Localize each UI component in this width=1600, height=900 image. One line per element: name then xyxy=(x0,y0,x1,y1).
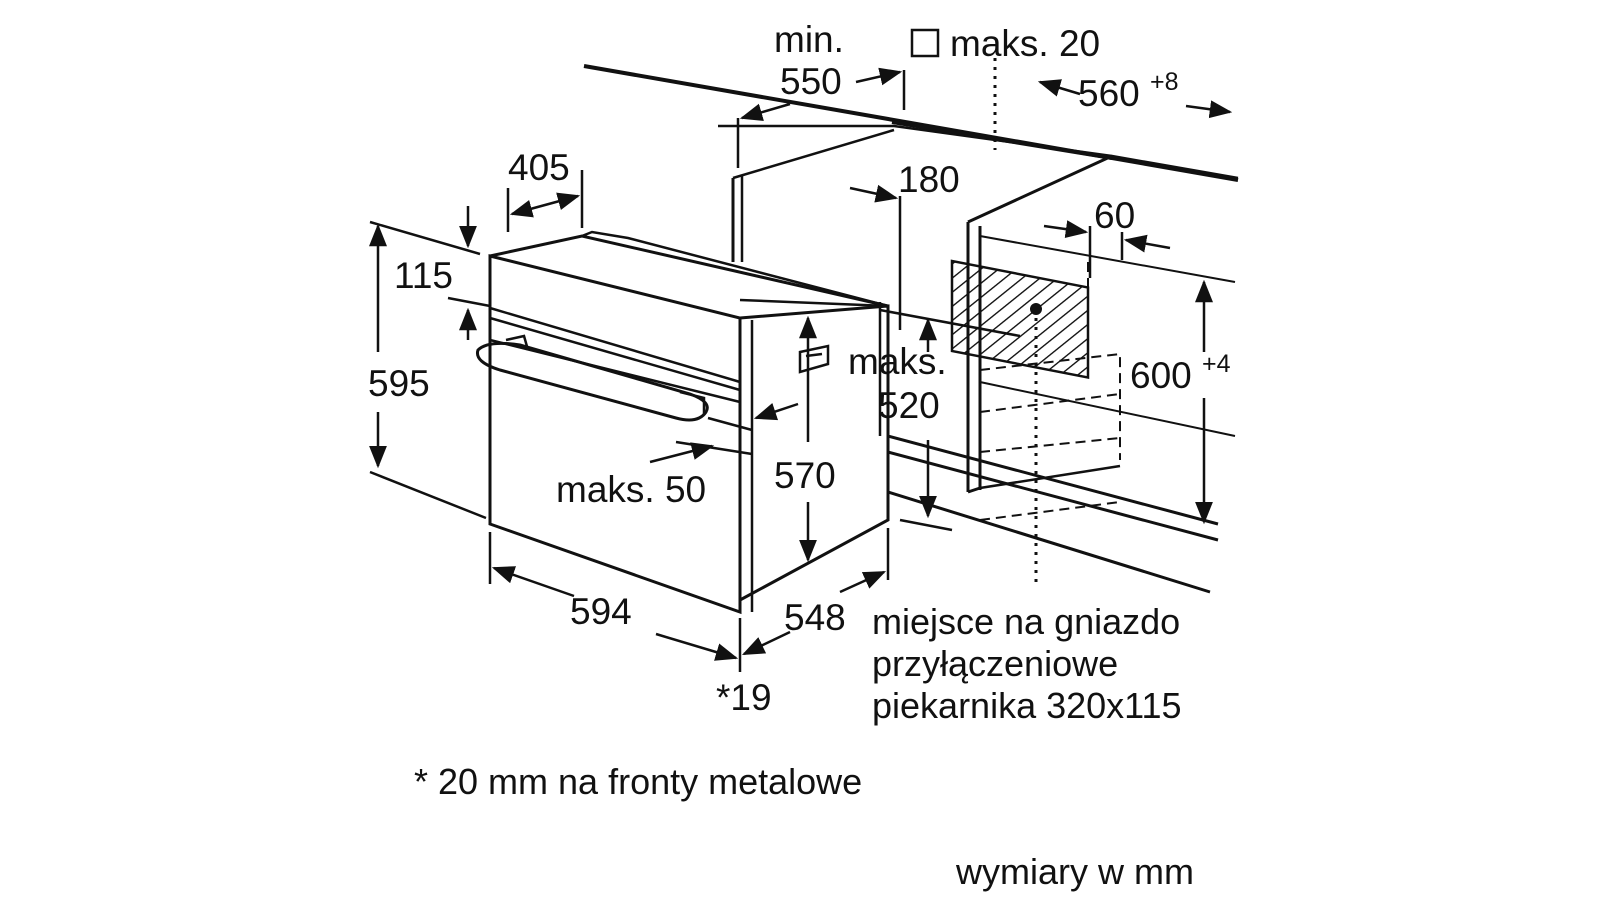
units-note: wymiary w mm xyxy=(955,851,1194,892)
socket-note-line2: przyłączeniowe xyxy=(872,643,1118,684)
oven-handle xyxy=(475,334,709,422)
niche-floor xyxy=(887,434,1219,594)
label-min: min. xyxy=(774,19,844,60)
cabinet-niche xyxy=(583,58,1239,594)
label-520: 520 xyxy=(878,385,940,426)
label-maks20: maks. 20 xyxy=(950,23,1100,64)
oven-front xyxy=(488,254,742,615)
label-115: 115 xyxy=(394,255,453,296)
hidden-edges xyxy=(979,262,1121,521)
label-570: 570 xyxy=(774,455,836,496)
socket-note-line1: miejsce na gniazdo xyxy=(872,601,1180,642)
label-548: 548 xyxy=(784,597,846,638)
label-595: 595 xyxy=(368,363,430,404)
dimension-labels: min. 550 maks. 20 560 +8 405 180 60 115 … xyxy=(368,19,1231,718)
label-maks: maks. xyxy=(848,341,947,382)
label-600: 600 xyxy=(1130,355,1192,396)
label-560-tolerance: +8 xyxy=(1150,68,1179,96)
socket-area xyxy=(950,259,1090,379)
socket-note: miejsce na gniazdo przyłączeniowe piekar… xyxy=(872,601,1182,726)
label-560: 560 xyxy=(1078,73,1140,114)
socket-point xyxy=(1030,303,1042,315)
label-19: *19 xyxy=(716,677,772,718)
label-maks50: maks. 50 xyxy=(556,469,706,510)
label-600-tolerance: +4 xyxy=(1202,350,1231,378)
oven-bracket xyxy=(798,344,830,374)
socket-note-line3: piekarnika 320x115 xyxy=(872,685,1182,726)
label-180: 180 xyxy=(898,159,960,200)
label-594: 594 xyxy=(570,591,632,632)
label-405: 405 xyxy=(508,147,570,188)
maks20-square-symbol xyxy=(910,28,940,58)
dimension-lines xyxy=(369,28,1233,672)
label-60: 60 xyxy=(1094,195,1135,236)
niche-right-wall xyxy=(966,154,1113,494)
countertop xyxy=(583,64,1239,182)
footnote: * 20 mm na fronty metalowe xyxy=(414,761,862,802)
oven-body xyxy=(475,230,890,615)
label-550: 550 xyxy=(780,61,842,102)
